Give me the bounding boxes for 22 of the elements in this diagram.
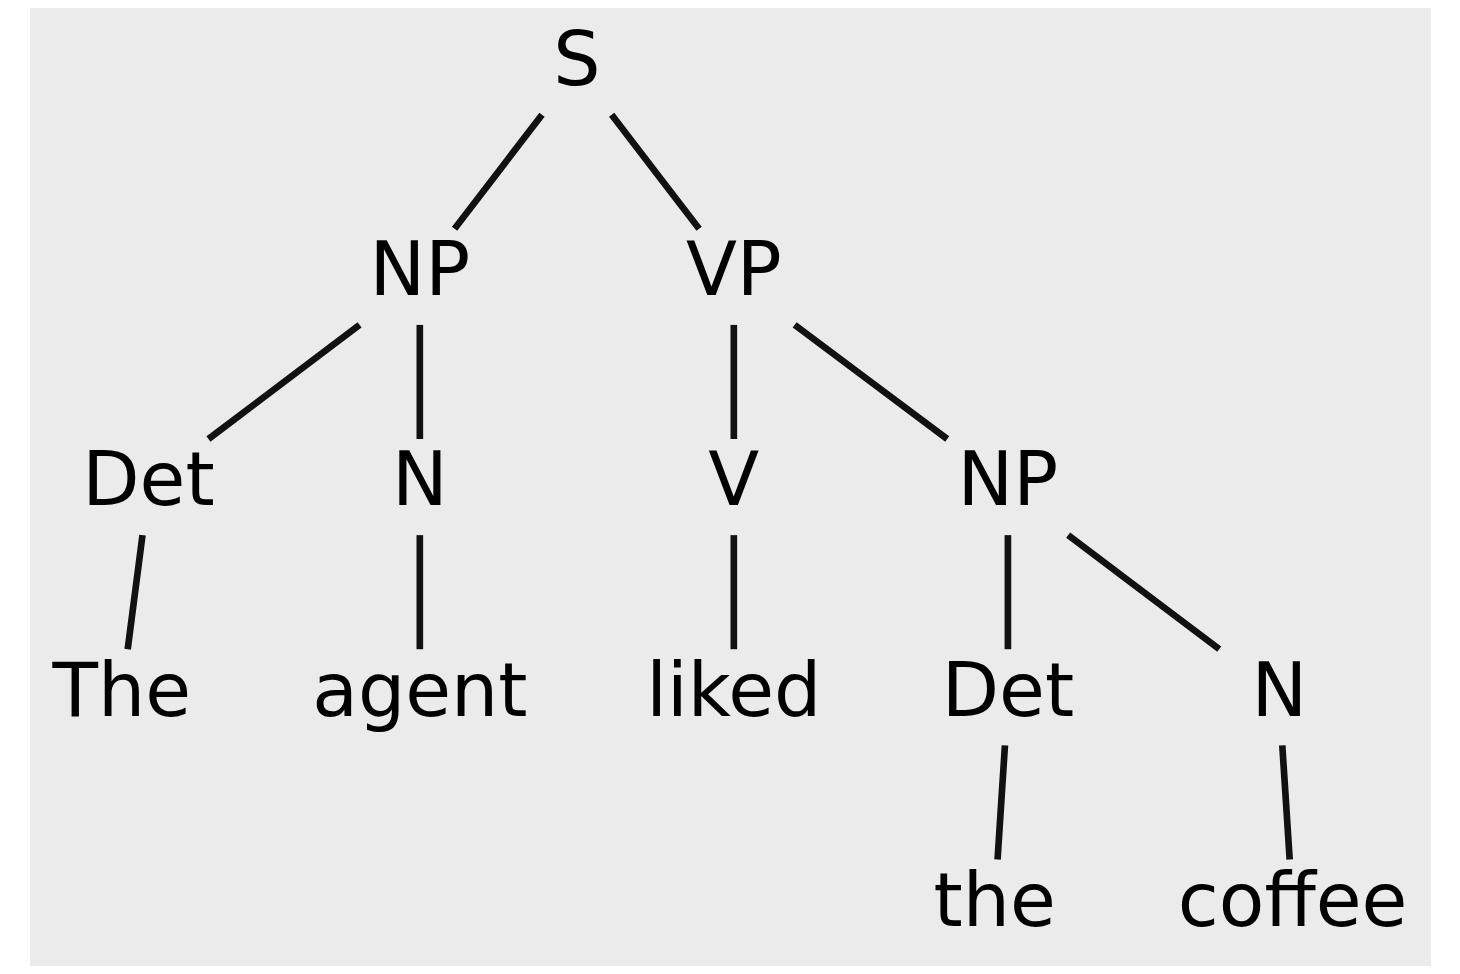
node-text: The (52, 646, 191, 734)
connector (993, 745, 1008, 860)
connector (792, 322, 949, 442)
connector (1278, 745, 1293, 860)
node-text: coffee (1177, 856, 1407, 944)
connector (123, 534, 146, 650)
node-text: NP (369, 226, 470, 314)
node-text: N (391, 436, 448, 524)
connector (1065, 532, 1221, 652)
connector (608, 112, 702, 231)
connector (451, 112, 545, 231)
node-text: agent (311, 646, 527, 734)
node-text: Det (81, 436, 215, 524)
node-text: liked (645, 646, 821, 734)
node-text: V (707, 436, 759, 524)
node-text: the (932, 856, 1056, 944)
connector (205, 322, 362, 442)
node-text: VP (685, 226, 782, 314)
node-text: NP (957, 436, 1058, 524)
node-text: N (1250, 646, 1307, 734)
node-text: S (552, 15, 600, 103)
node-text: Det (941, 646, 1074, 734)
